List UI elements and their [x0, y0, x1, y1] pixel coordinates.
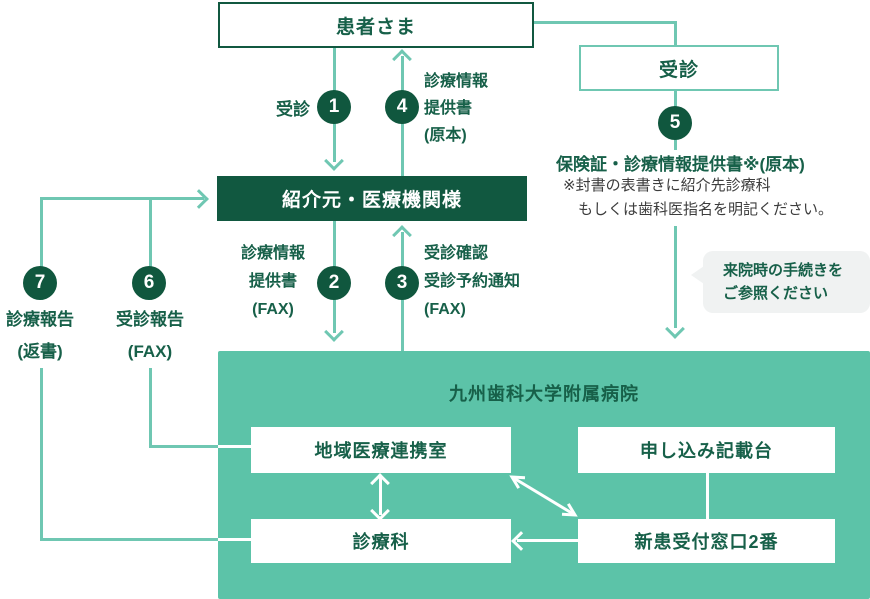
connector-return-top-h [40, 197, 204, 200]
connector-step7-h [40, 538, 218, 541]
visit-procedure-bubble: 来院時の手続きを ご参照ください [703, 251, 870, 313]
arrow-step5-line-lower [674, 226, 677, 328]
step3-label: 受診確認 受診予約通知 (FAX) [424, 245, 521, 318]
connector-step7-lower-v [40, 368, 43, 541]
step5-note: ※封書の表書きに紹介先診療科 もしくは歯科医指名を明記ください。 [563, 177, 834, 218]
connector-step6-white-segment [218, 445, 252, 448]
application-desk-box: 申し込み記載台 [578, 427, 835, 473]
liaison-window-diagonal-double-arrow [509, 475, 578, 517]
step6-label: 受診報告 (FAX) [116, 310, 184, 361]
connector-step7-upper-v [40, 197, 43, 300]
arrow-step4-head-icon [392, 49, 412, 69]
step-circle-6: 6 [132, 266, 166, 300]
bubble-tail-icon [691, 266, 704, 284]
connector-step7-white-segment [218, 538, 252, 541]
connector-step6-upper-v [149, 197, 152, 300]
patient-box: 患者さま [218, 2, 534, 48]
new-patient-window-box: 新患受付窓口2番 [578, 519, 835, 563]
step7-label: 診療報告 (返書) [6, 310, 74, 361]
step-circle-3: 3 [385, 266, 419, 300]
desk-window-connector-line [706, 473, 709, 519]
step-circle-7: 7 [23, 266, 57, 300]
referral-source-box: 紹介元・医療機関様 [217, 176, 527, 221]
connector-patient-to-visit-v [674, 21, 677, 45]
step5-label: 保険証・診療情報提供書※(原本) [556, 155, 805, 174]
arrow-step1-head-icon [324, 151, 344, 171]
step1-label: 受診 [276, 100, 310, 119]
connector-step6-lower-v [149, 368, 152, 448]
arrow-step2-head-icon [324, 322, 344, 342]
window-department-arrow-line [517, 539, 578, 542]
arrow-return-head-icon [189, 189, 209, 209]
visit-box: 受診 [579, 45, 779, 91]
connector-patient-to-visit-h [530, 21, 676, 24]
arrow-step3-head-icon [392, 225, 412, 245]
step-circle-1: 1 [317, 90, 351, 124]
liaison-department-double-arrow-line [379, 477, 382, 515]
step-circle-5: 5 [658, 106, 692, 140]
step-circle-2: 2 [317, 266, 351, 300]
arrow-step5-head-icon [665, 319, 685, 339]
connector-step6-h [149, 445, 218, 448]
step-circle-4: 4 [385, 90, 419, 124]
hospital-title: 九州歯科大学附属病院 [449, 384, 639, 404]
regional-liaison-office-box: 地域医療連携室 [251, 427, 511, 473]
step2-label: 診療情報 提供書 (FAX) [240, 245, 305, 318]
clinical-department-box: 診療科 [251, 519, 511, 563]
step4-label: 診療情報 提供書 (原本) [424, 73, 489, 144]
